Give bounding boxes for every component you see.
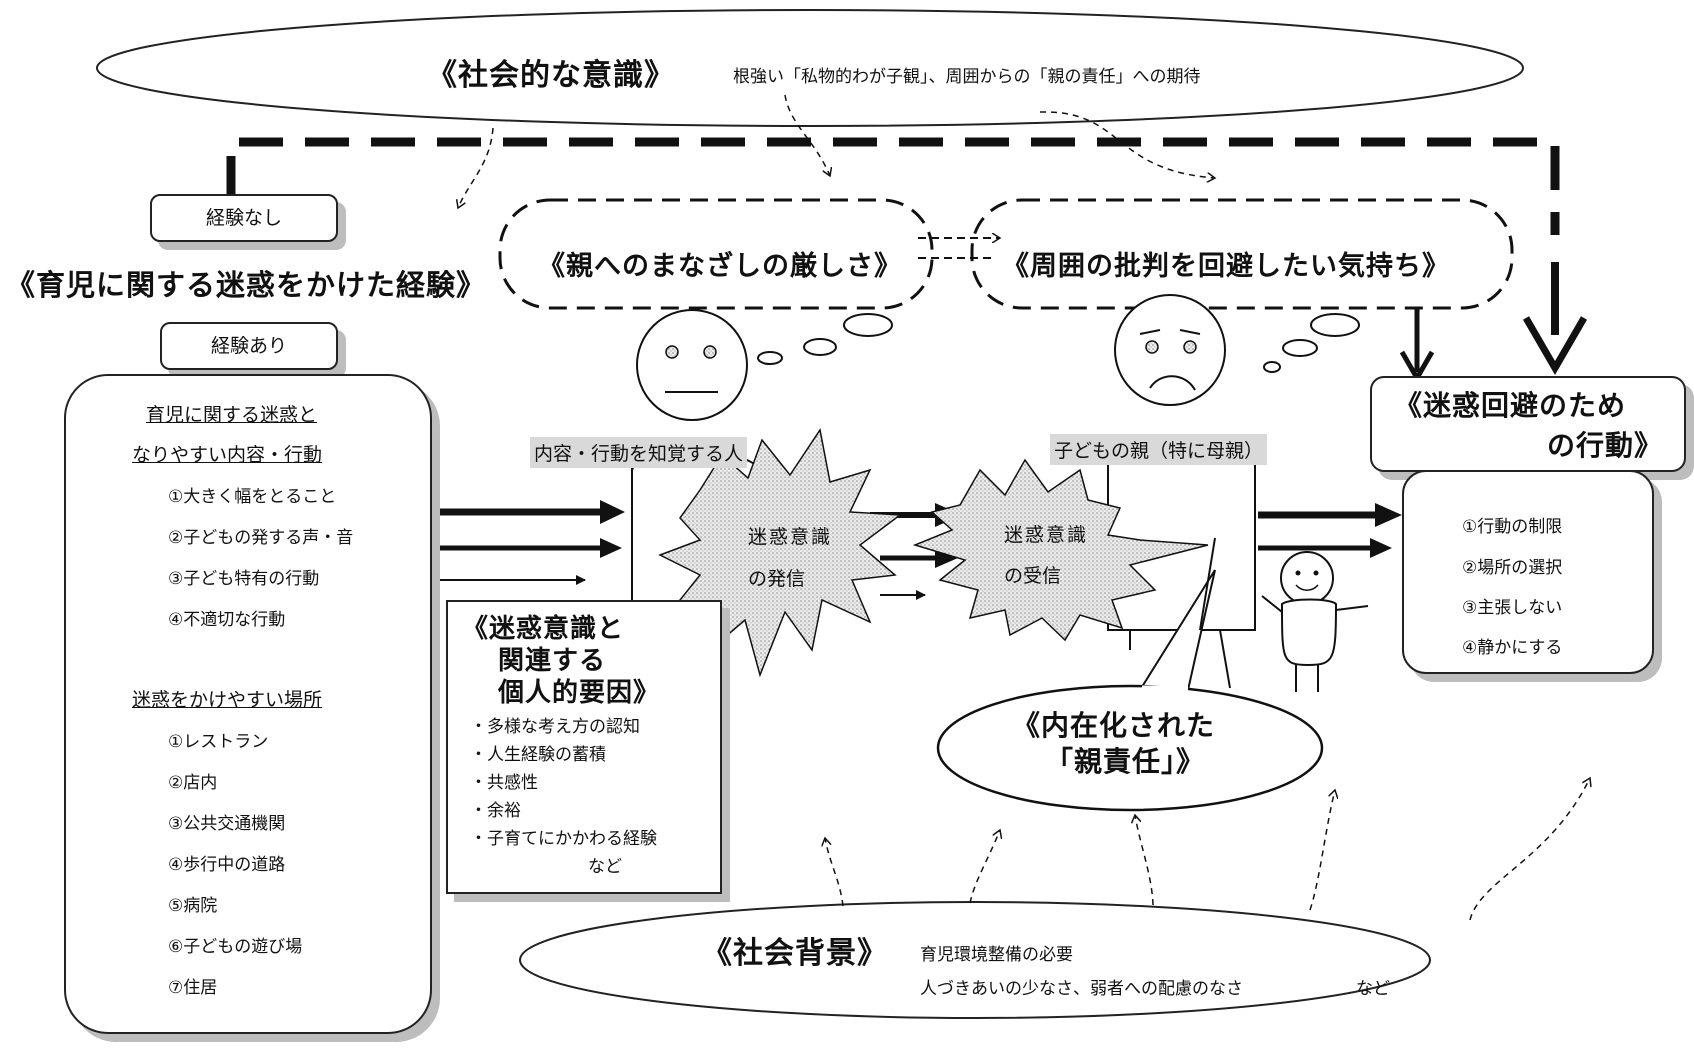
- bottom-dashed-arrow-2: [969, 830, 1000, 904]
- has-experience-label: 経験あり: [210, 335, 287, 357]
- top-dashed-arrow-1: [458, 127, 494, 208]
- thought-dot-2: [803, 338, 837, 356]
- child-eye-right: [1313, 570, 1319, 576]
- parent-label: 子どもの親（特に母親）: [1050, 434, 1268, 465]
- parent-head: [1114, 294, 1226, 406]
- bottom-dashed-arrow-4: [1309, 790, 1335, 911]
- thought-left-text: 《親へのまなざしの厳しさ》: [538, 251, 902, 282]
- personal-factor-item: ・子育てにかかわる経験: [470, 829, 657, 849]
- parent-eye-left: [1145, 340, 1159, 354]
- personal-factors-box: 《迷惑意識と 関連する 個人的要因》 ・多様な考え方の認知 ・人生経験の蓄積 ・…: [446, 600, 722, 894]
- personal-factors-title-line3: 個人的要因》: [498, 678, 661, 708]
- avoid-arrowhead-2: [1370, 538, 1392, 558]
- avoidance-item: ①行動の制限: [1462, 517, 1563, 537]
- perceiver-label: 内容・行動を知覚する人: [530, 437, 748, 468]
- personal-factors-title-line2: 関連する: [498, 646, 607, 676]
- behavior-item: ①大きく幅をとること: [168, 487, 337, 507]
- place-item: ③公共交通機関: [168, 814, 286, 834]
- avoidance-items-box: ①行動の制限 ②場所の選択 ③主張しない ④静かにする: [1402, 470, 1654, 674]
- thought-bubble-right: [970, 198, 1514, 310]
- personal-factors-suffix: など: [588, 857, 622, 877]
- thought-right-text: 《周囲の批判を回避したい気持ち》: [1002, 251, 1450, 282]
- internalized-line2: 「親責任」》: [1045, 745, 1206, 778]
- no-experience-label: 経験なし: [205, 207, 282, 229]
- top-dashed-arrow-3: [1039, 111, 1215, 178]
- personal-factors-title-line1: 《迷惑意識と: [462, 614, 625, 644]
- place-item: ④歩行中の道路: [168, 855, 286, 875]
- flow-arrowhead-1: [600, 500, 625, 524]
- perceiver-eye-left: [665, 345, 679, 359]
- child-arms: [1261, 595, 1369, 613]
- behavior-item: ③子ども特有の行動: [168, 569, 320, 589]
- behavior-item: ④不適切な行動: [168, 610, 286, 630]
- avoidance-title-line1: 《迷惑回避のため: [1394, 389, 1627, 422]
- internalized-ellipse: [936, 684, 1324, 812]
- place-item: ①レストラン: [168, 732, 269, 752]
- child-legs: [1295, 665, 1319, 692]
- bottom-dashed-arrow-3: [1135, 815, 1154, 906]
- burst-send-line2: の発信: [748, 568, 806, 590]
- behaviors-heading-line2: なりやすい内容・行動: [132, 444, 323, 466]
- flow-arrowhead-2: [600, 538, 622, 558]
- parent-brow-left: [1139, 329, 1161, 335]
- avoidance-title-line2: の行動》: [1547, 429, 1664, 462]
- child-mouth: [1295, 584, 1319, 591]
- avoid-arrowhead-1: [1375, 503, 1402, 527]
- bottom-dashed-arrow-1: [825, 838, 844, 907]
- thought-bubble-left: [498, 198, 934, 310]
- social-background-line1: 育児環境整備の必要: [920, 945, 1073, 965]
- avoidance-item: ④静かにする: [1462, 638, 1563, 658]
- place-item: ⑥子どもの遊び場: [168, 937, 303, 957]
- perceiver-head: [636, 309, 748, 421]
- social-background-ellipse: [519, 901, 1431, 1019]
- place-item: ⑤病院: [168, 896, 218, 916]
- thought-dot-1: [843, 313, 893, 337]
- social-background-suffix: など: [1356, 979, 1390, 999]
- social-consciousness-text: 根強い「私物的わが子観」、周囲からの「親の責任」への期待: [733, 67, 1201, 87]
- thought-dot-4: [1310, 313, 1360, 337]
- experience-title: 《育児に関する迷惑をかけた経験》: [6, 268, 487, 302]
- thought-dot-3: [757, 351, 783, 365]
- burst-send-line1: 迷惑意識: [748, 526, 833, 548]
- dashed-feedback-arrowhead: [1522, 316, 1588, 375]
- burst-receive: [912, 458, 1209, 642]
- personal-factor-item: ・余裕: [470, 801, 521, 821]
- speech-pointer-line: [1199, 537, 1216, 631]
- parent-brow-right: [1179, 329, 1201, 335]
- personal-factor-item: ・人生経験の蓄積: [470, 745, 606, 765]
- avoidance-item: ②場所の選択: [1462, 558, 1563, 578]
- social-background-title: 《社会背景》: [702, 936, 888, 971]
- behaviors-heading-line1: 育児に関する迷惑と: [146, 404, 318, 426]
- social-consciousness-title: 《社会的な意識》: [427, 58, 675, 93]
- parent-mouth: [1149, 375, 1196, 391]
- child-head: [1280, 551, 1334, 605]
- internalized-line1: 《内在化された: [1012, 709, 1216, 742]
- bottom-dashed-arrow-5: [1469, 778, 1590, 921]
- left-panel: 育児に関する迷惑と なりやすい内容・行動 ①大きく幅をとること ②子どもの発する…: [64, 374, 432, 1034]
- personal-factor-item: ・共感性: [470, 773, 538, 793]
- social-consciousness-ellipse: [96, 9, 1524, 127]
- perceiver-eye-right: [703, 345, 717, 359]
- thought-dot-6: [1263, 361, 1281, 373]
- child-body: [1280, 598, 1338, 667]
- personal-factor-item: ・多様な考え方の認知: [470, 717, 640, 737]
- places-heading: 迷惑をかけやすい場所: [132, 689, 323, 711]
- parent-legs: [1129, 629, 1231, 689]
- thought-dot-5: [1282, 339, 1318, 357]
- top-dashed-arrow-2: [784, 94, 830, 176]
- child-eye-left: [1295, 570, 1301, 576]
- avoidance-item: ③主張しない: [1462, 598, 1563, 618]
- social-background-line2: 人づきあいの少なさ、弱者への配慮のなさ: [920, 979, 1243, 999]
- dashed-feedback-line: [226, 137, 1560, 235]
- burst-receive-line1: 迷惑意識: [1004, 524, 1089, 546]
- behavior-item: ②子どもの発する声・音: [168, 528, 354, 548]
- has-experience-box: 経験あり: [160, 322, 338, 370]
- parent-eye-right: [1183, 340, 1197, 354]
- burst-receive-line2: の受信: [1004, 565, 1062, 587]
- place-item: ②店内: [168, 773, 218, 793]
- no-experience-box: 経験なし: [150, 194, 338, 242]
- place-item: ⑦住居: [168, 978, 218, 998]
- avoidance-title-box: 《迷惑回避のため の行動》: [1370, 376, 1686, 472]
